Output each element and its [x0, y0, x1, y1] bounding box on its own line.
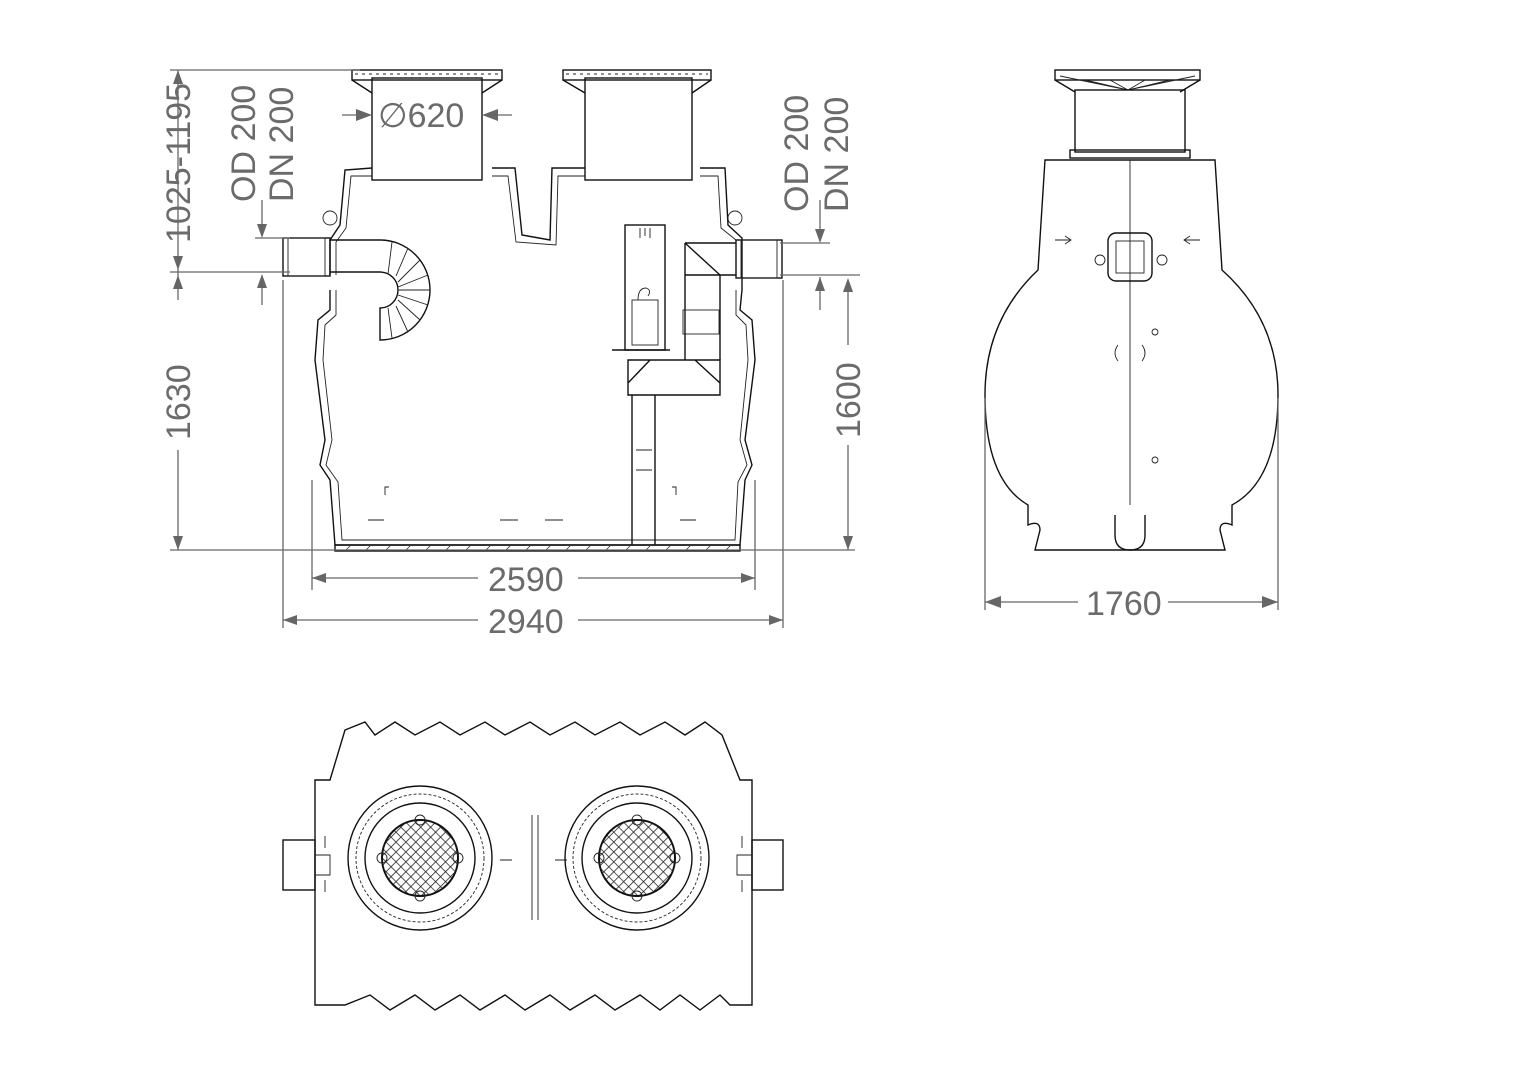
manhole-cover-left — [347, 785, 493, 931]
outlet-od-label: OD 200 — [778, 95, 816, 212]
inlet-dn-label: DN 200 — [263, 87, 301, 202]
shaft-diameter-label: ∅620 — [378, 97, 464, 135]
dim-total-length: 2940 — [488, 603, 564, 641]
side-view — [984, 69, 1279, 551]
right-shaft — [562, 69, 712, 181]
front-dimensions: 1025-1195 1630 OD 200 DN 200 ∅620 OD 200… — [160, 69, 868, 641]
dim-height-upper: 1025-1195 — [160, 83, 198, 243]
base-plate — [334, 544, 741, 552]
tank-outline — [314, 167, 756, 546]
side-tank-outline — [984, 159, 1279, 551]
dim-width: 1760 — [1086, 585, 1162, 623]
outlet-pipe — [735, 239, 783, 279]
dim-inner-length: 2590 — [488, 561, 564, 599]
front-view — [282, 69, 783, 552]
inlet-od-label: OD 200 — [225, 85, 263, 202]
side-dimensions: 1760 — [984, 398, 1279, 623]
manhole-cover-right — [564, 785, 710, 931]
inlet-pipe — [282, 237, 331, 277]
top-view — [282, 721, 784, 1011]
dim-inlet-height: 1630 — [160, 364, 198, 440]
top-tank-outline — [314, 721, 753, 1011]
dim-outlet-height: 1600 — [830, 362, 868, 438]
outlet-dn-label: DN 200 — [818, 97, 856, 212]
left-shaft — [351, 69, 503, 181]
